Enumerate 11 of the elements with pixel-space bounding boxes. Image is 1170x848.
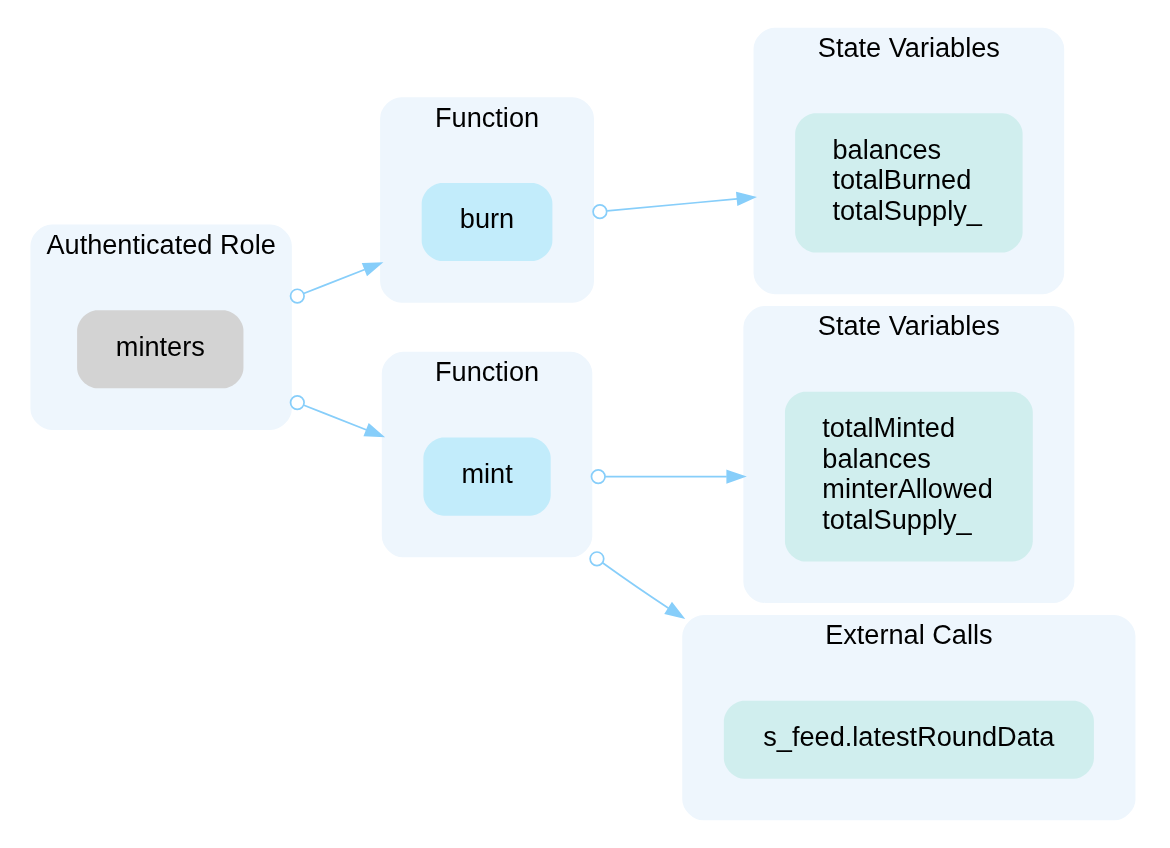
- node-box: minters: [76, 310, 243, 389]
- arrow: [591, 191, 757, 220]
- arrow: [289, 394, 385, 438]
- node-box: totalMinted balances minterAllowed totalSupply_: [784, 391, 1033, 562]
- node-box: balances totalBurned totalSupply_: [794, 113, 1023, 253]
- arrow: [590, 468, 747, 485]
- node-box: s_feed.latestRoundData: [723, 700, 1094, 779]
- arrow: [588, 551, 685, 619]
- node-box: mint: [422, 437, 551, 516]
- node-box: burn: [421, 182, 552, 262]
- arrow: [289, 262, 383, 304]
